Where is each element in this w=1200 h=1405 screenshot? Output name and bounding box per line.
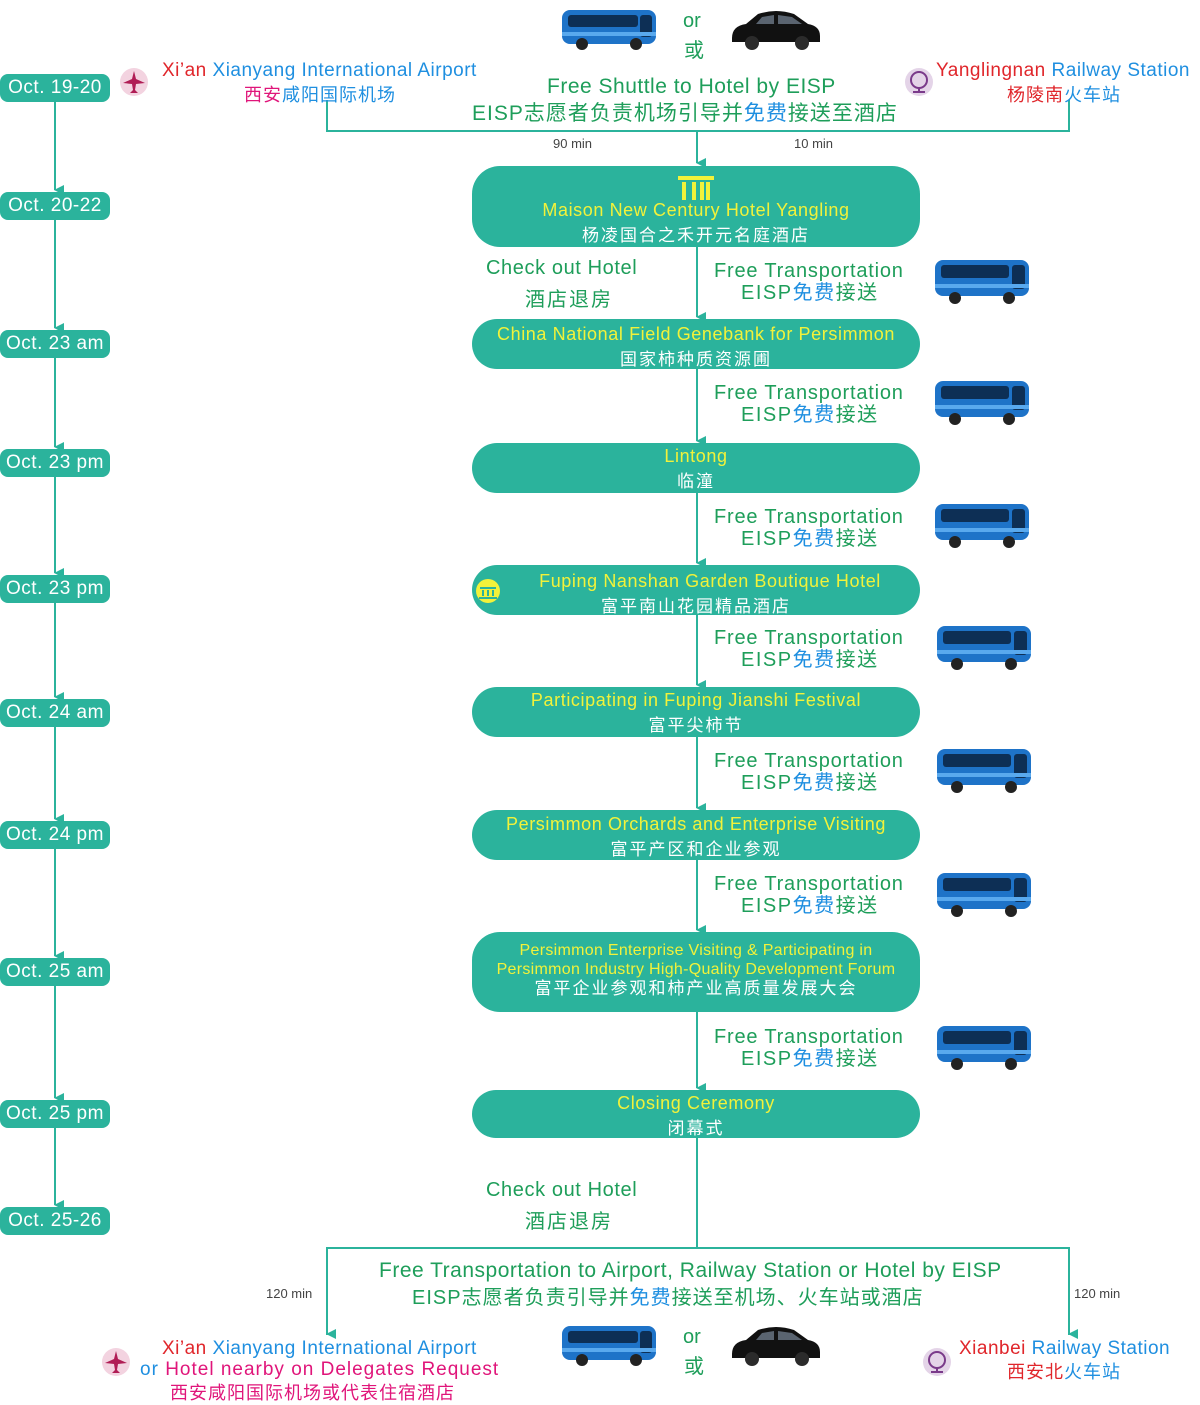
bus-icon [935,504,1029,548]
transport-label: Free Transportation EISP免费接送 [714,627,904,671]
stage-title-zh: 闭幕式 [667,1119,725,1138]
stage-title-line1: Persimmon Enterprise Visiting & Particip… [519,942,873,959]
bus-icon [937,626,1031,670]
or-label-zh: 或 [684,40,704,62]
stage-title-zh: 国家柿种质资源圃 [620,350,772,369]
date-label: Oct. 25 pm [0,1100,110,1128]
transport-label: Free Transportation EISP免费接送 [714,382,904,426]
stage-title: Fuping Nanshan Garden Boutique Hotel [539,571,881,591]
transport-label: Free Transportation EISP免费接送 [714,506,904,550]
stage-lintong: Lintong 临潼 [472,443,920,493]
stage-title-zh: 富平尖柿节 [648,716,744,735]
or-label-zh: 或 [684,1356,704,1378]
duration-label: 120 min [1074,1286,1121,1301]
airport-name-zh: 西安咸阳国际机场或代表住宿酒店 [170,1383,455,1403]
transport-label: Free Transportation EISP免费接送 [714,1026,904,1070]
bus-icon [935,260,1029,304]
shuttle-title: Free Shuttle to Hotel by EISP [547,75,836,98]
airport-name: Xi’an Xianyang International Airport [162,1338,477,1359]
station-name-zh: 杨陵南火车站 [1007,85,1121,105]
station-name: Xianbei Railway Station [959,1338,1171,1359]
airport-name: Xi’an Xianyang International Airport [162,60,477,81]
date-label: Oct. 20-22 [0,192,110,220]
checkout-label-zh: 酒店退房 [525,1211,613,1233]
date-label: Oct. 24 am [0,699,110,727]
stage-title-zh: 富平南山花园精品酒店 [601,597,791,616]
checkout-label: Check out Hotel [486,1179,638,1201]
departure-subtitle-zh: EISP志愿者负责引导并免费接送至机场、火车站或酒店 [412,1287,924,1309]
date-label: Oct. 25 am [0,958,110,986]
stage-genebank: China National Field Genebank for Persim… [472,319,920,369]
departure-title: Free Transportation to Airport, Railway … [379,1259,1002,1282]
stage-title: Participating in Fuping Jianshi Festival [530,690,862,710]
date-label: Oct. 23 pm [0,575,110,603]
hotel-icon [476,579,500,603]
duration-label: 10 min [794,136,834,151]
stage-hotel-yangling: Maison New Century Hotel Yangling 杨凌国合之禾… [472,166,920,247]
checkout-label-zh: 酒店退房 [525,289,613,311]
hotel-option: or Hotel nearby on Delegates Request [140,1359,500,1380]
stage-title-zh: 富平产区和企业参观 [610,840,782,859]
airplane-icon [102,1348,130,1376]
bus-icon [562,1326,656,1366]
bus-icon [935,381,1029,425]
duration-label: 90 min [553,136,593,151]
duration-label: 120 min [266,1286,313,1301]
car-icon [732,11,820,50]
bus-icon [937,873,1031,917]
date-label: Oct. 23 am [0,330,110,358]
station-name: Yanglingnan Railway Station [936,60,1190,81]
stage-forum: Persimmon Enterprise Visiting & Particip… [472,932,920,1012]
checkout-label: Check out Hotel [486,257,638,279]
date-label: Oct. 25-26 [0,1207,110,1235]
railway-icon [905,68,933,96]
stage-closing: Closing Ceremony 闭幕式 [472,1090,920,1138]
station-name-zh: 西安北火车站 [1007,1362,1121,1382]
stage-title-zh: 杨凌国合之禾开元名庭酒店 [582,226,810,245]
date-label: Oct. 23 pm [0,449,110,477]
stage-title: Lintong [664,446,728,466]
stage-title: China National Field Genebank for Persim… [497,324,895,344]
hotel-icon [678,176,714,200]
stage-title: Persimmon Orchards and Enterprise Visiti… [505,814,886,834]
stage-title-zh: 临潼 [677,472,715,491]
transport-label: Free Transportation EISP免费接送 [714,750,904,794]
transport-label: Free Transportation EISP免费接送 [714,260,904,304]
stage-title-zh: 富平企业参观和柿产业高质量发展大会 [534,979,858,998]
stage-hotel-fuping: Fuping Nanshan Garden Boutique Hotel 富平南… [472,565,920,616]
stage-title: Closing Ceremony [617,1093,775,1113]
airplane-icon [120,68,148,96]
transport-label: Free Transportation EISP免费接送 [714,873,904,917]
date-label: Oct. 24 pm [0,821,110,849]
shuttle-subtitle-zh: EISP志愿者负责机场引导并免费接送至酒店 [472,102,898,125]
bus-icon [937,749,1031,793]
bus-icon [937,1026,1031,1070]
railway-icon [923,1348,951,1376]
stage-festival: Participating in Fuping Jianshi Festival… [472,687,920,737]
date-label: Oct. 19-20 [0,74,110,102]
or-label: or [683,1326,701,1348]
stage-orchards: Persimmon Orchards and Enterprise Visiti… [472,810,920,860]
stage-title: Maison New Century Hotel Yangling [542,200,850,220]
or-label: or [683,10,701,32]
airport-name-zh: 西安咸阳国际机场 [244,85,396,105]
bus-icon [562,10,656,50]
car-icon [732,1327,820,1366]
stage-title-line2: Persimmon Industry High-Quality Developm… [496,961,896,978]
